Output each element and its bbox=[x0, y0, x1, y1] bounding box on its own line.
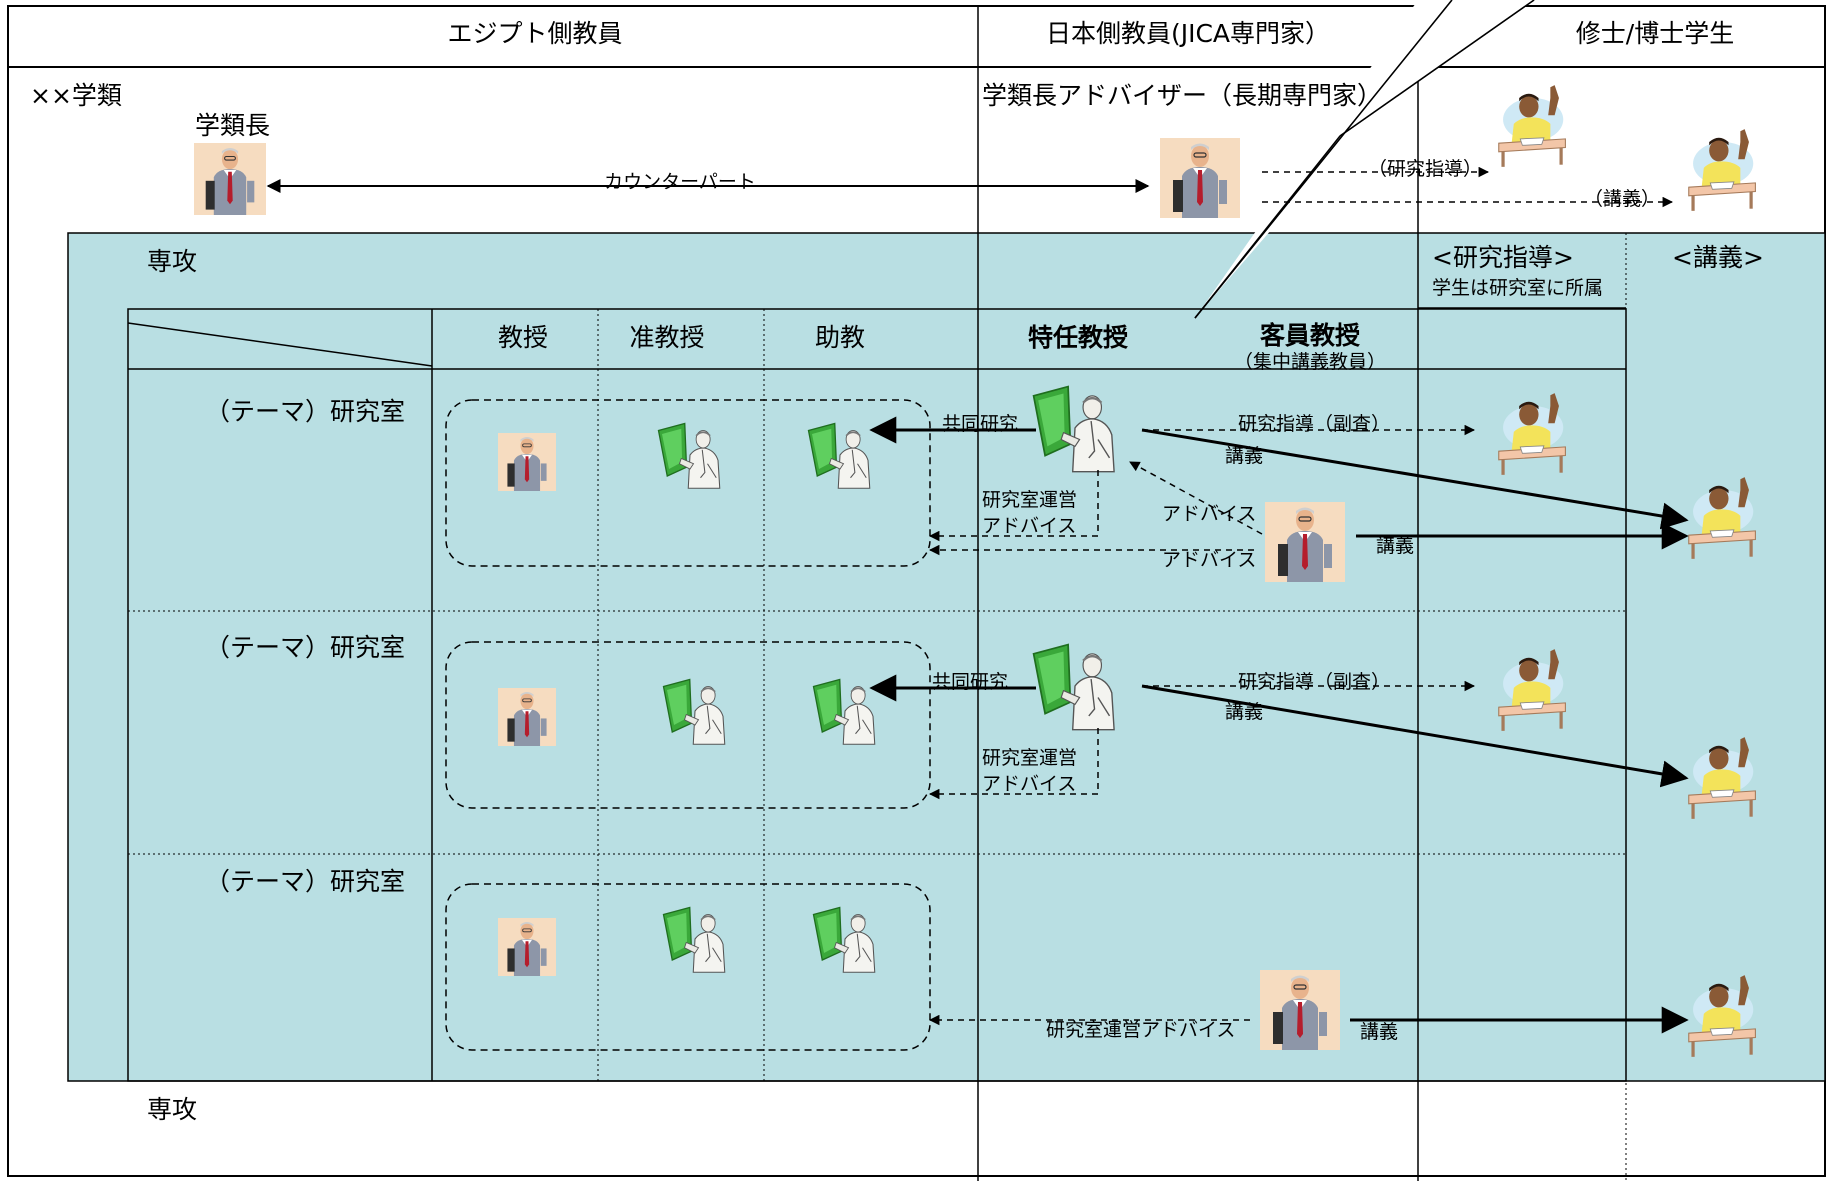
lab-label-2: （テーマ）研究室 bbox=[205, 633, 405, 662]
major2-label: 専攻 bbox=[147, 1095, 197, 1124]
edge-lecture-2: 講義 bbox=[1225, 701, 1263, 723]
advisor-lecture-label: （講義） bbox=[1584, 188, 1660, 210]
teacher-icon bbox=[497, 688, 557, 746]
edge-supervision-2: 研究指導（副査） bbox=[1238, 671, 1390, 693]
col-guest-note: （集中講義教員） bbox=[1234, 351, 1386, 373]
lab-advice-arrow-1 bbox=[928, 470, 1099, 542]
lab-group-3 bbox=[445, 883, 931, 1051]
edge-guest-lecture: 講義 bbox=[1376, 535, 1414, 557]
edge-joint-research-1: 共同研究 bbox=[942, 413, 1018, 435]
header-students: 修士/博士学生 bbox=[1576, 19, 1734, 48]
guest-advice-arrow bbox=[1129, 461, 1263, 535]
advisor-label: 学類長アドバイザー（長期専門家） bbox=[982, 81, 1382, 110]
col-assistant-professor: 助教 bbox=[815, 323, 865, 352]
teacher-icon bbox=[194, 142, 266, 216]
col-professor: 教授 bbox=[498, 323, 548, 352]
header-egypt: エジプト側教員 bbox=[447, 19, 622, 48]
edge-lab-management-1: 研究室運営 bbox=[982, 489, 1077, 511]
lab-table bbox=[127, 308, 1627, 1082]
edge-lecture-1: 講義 bbox=[1225, 445, 1263, 467]
col-special-professor: 特任教授 bbox=[1028, 323, 1129, 352]
teacher-icon bbox=[497, 918, 557, 976]
lecture-arrow-1 bbox=[1141, 428, 1689, 530]
edge-advice-1: アドバイス bbox=[982, 515, 1076, 537]
research-column-header: <研究指導> bbox=[1432, 243, 1574, 272]
teacher-icon bbox=[1259, 970, 1341, 1050]
col-guest-professor: 客員教授 bbox=[1260, 321, 1361, 350]
lecture-arrow-2 bbox=[1141, 684, 1689, 788]
edge-advice-2: アドバイス bbox=[982, 773, 1076, 795]
faculty-label: ××学類 bbox=[30, 81, 122, 110]
edge-joint-research-2: 共同研究 bbox=[932, 671, 1008, 693]
edge-guest-advice-2: アドバイス bbox=[1162, 549, 1256, 571]
table-corner-diagonal bbox=[127, 322, 433, 367]
lecture-column-header: <講義> bbox=[1672, 243, 1764, 272]
dean-label: 学類長 bbox=[195, 111, 270, 140]
teacher-icon bbox=[1264, 502, 1346, 582]
edge-guest-advice: アドバイス bbox=[1162, 503, 1256, 525]
counterpart-label: カウンターパート bbox=[604, 171, 756, 193]
lab-advice-arrow-2 bbox=[928, 728, 1099, 800]
teacher-icon bbox=[1159, 138, 1241, 218]
edge-guest-lecture-3: 講義 bbox=[1360, 1021, 1398, 1043]
lab-group-1 bbox=[445, 399, 931, 567]
edge-supervision-1: 研究指導（副査） bbox=[1238, 413, 1390, 435]
lab-label-3: （テーマ）研究室 bbox=[205, 867, 405, 896]
advisor-research-label: （研究指導） bbox=[1368, 158, 1482, 180]
edge-lab-advice-3: 研究室運営アドバイス bbox=[1046, 1019, 1235, 1041]
research-column-note: 学生は研究室に所属 bbox=[1432, 277, 1603, 299]
major-region bbox=[67, 232, 1826, 1082]
edge-lab-management-2: 研究室運営 bbox=[982, 747, 1077, 769]
teacher-icon bbox=[497, 433, 557, 491]
header-japan: 日本側教員(JICA専門家） bbox=[1046, 19, 1330, 48]
col-assoc-professor: 准教授 bbox=[629, 323, 704, 352]
lab-group-2 bbox=[445, 641, 931, 809]
lab-label-1: （テーマ）研究室 bbox=[205, 397, 405, 426]
major-label: 専攻 bbox=[147, 247, 197, 276]
